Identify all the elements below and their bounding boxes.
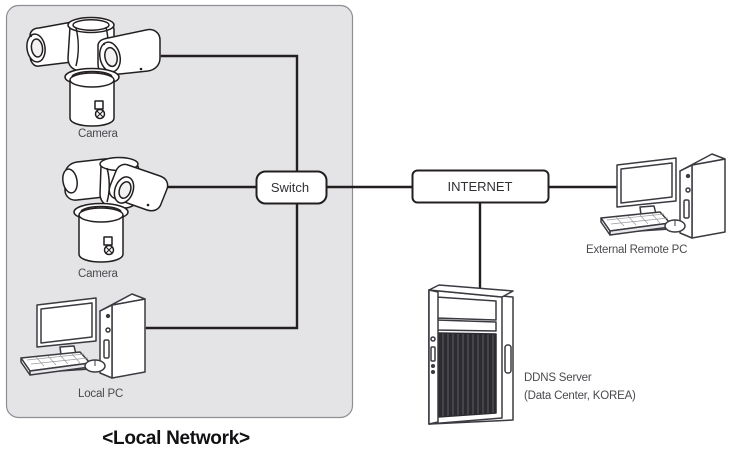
link-localpc-switch — [145, 201, 299, 330]
external-remote-pc-icon — [600, 153, 726, 239]
internet-box[interactable] — [411, 169, 550, 204]
link-camera1-switch — [160, 54, 299, 174]
camera-1-icon — [26, 16, 161, 127]
external-remote-pc-label: External Remote PC — [586, 244, 688, 256]
internet-label: INTERNET — [447, 179, 513, 194]
camera-1-label: Camera — [78, 128, 118, 140]
ddns-server-label-line-1: DDNS Server — [524, 372, 592, 384]
ddns-server-icon — [428, 284, 514, 425]
switch-box[interactable] — [255, 170, 328, 205]
local-network-title: <Local Network> — [102, 428, 250, 449]
switch-label: Switch — [270, 180, 310, 195]
ddns-server-label-line-2: (Data Center, KOREA) — [524, 390, 636, 402]
connection-lines — [145, 54, 643, 330]
local-pc-label: Local PC — [78, 388, 124, 400]
camera-2-icon — [62, 156, 169, 263]
local-pc-icon — [20, 293, 146, 379]
camera-2-label: Camera — [78, 268, 118, 280]
